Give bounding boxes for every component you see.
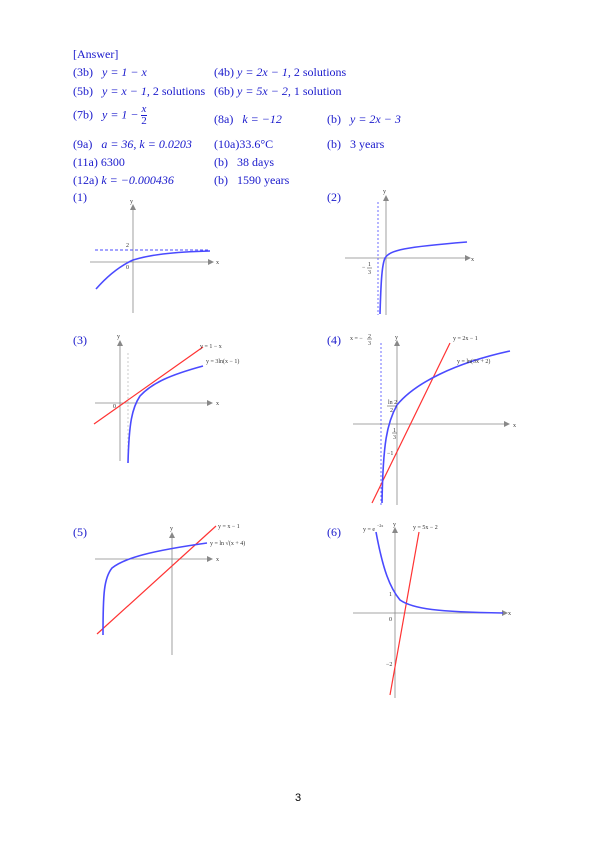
graph-5-label: (5) (73, 525, 87, 539)
page-number: 3 (294, 792, 302, 804)
graph-6-x-label: x (508, 611, 511, 617)
graph-5-curve-label: y = ln √(x + 4) (210, 540, 245, 547)
graph-5-line-label: y = x − 1 (218, 524, 240, 530)
graph-5-line (96, 525, 217, 635)
graph-1-origin: 0 (126, 265, 129, 271)
graph-1-tick-2: 2 (126, 243, 129, 249)
graph-6-curve (375, 531, 504, 614)
answer-8b: (b) y = 2x − 3 (327, 112, 401, 126)
answer-12b: (b) 1590 years (214, 173, 290, 187)
graph-3-curve (127, 365, 204, 464)
graph-5-curve (102, 542, 208, 636)
graph-1-curve (95, 250, 211, 290)
graph-4: x y x = − 2 3 y = 2x − 1 y = ln(3x + 2) … (350, 334, 516, 505)
graph-2-frac-den: 3 (368, 270, 371, 276)
answer-header: [Answer] (73, 47, 119, 61)
graph-4-line-label: y = 2x − 1 (453, 336, 478, 342)
graph-4-asym-label: x = − (350, 336, 363, 342)
answer-11b: (b) 38 days (214, 155, 274, 169)
graph-6-curve-label: y = e (363, 527, 375, 533)
answer-5b: (5b) y = x − 1, 2 solutions (73, 84, 206, 98)
answer-12a: (12a) k = −0.000436 (73, 173, 174, 187)
graph-4-xint-den: 3 (393, 435, 396, 441)
answer-6b: (6b) y = 5x − 2, 1 solution (214, 84, 342, 98)
graph-5-y-label: y (170, 526, 173, 532)
graph-6-y-label: y (393, 522, 396, 528)
graph-6: x y y = e −2x y = 5x − 2 1 0 −2 (353, 522, 511, 698)
graph-2-label: (2) (327, 190, 341, 204)
answer-8a: (8a) k = −12 (214, 112, 282, 126)
graph-6-line (389, 531, 420, 696)
graph-6-curve-exp: −2x (377, 523, 383, 528)
graph-4-xint-num: 1 (393, 428, 396, 434)
graph-4-asym-num: 2 (368, 334, 371, 340)
graph-5: x y y = x − 1 y = ln √(x + 4) (95, 524, 245, 655)
graph-6-line-label: y = 5x − 2 (413, 525, 438, 531)
graph-4-curve-label: y = ln(3x + 2) (457, 358, 490, 365)
graph-3-curve-label: y = 3ln(x − 1) (206, 358, 239, 365)
graph-5-x-label: x (216, 557, 219, 563)
answer-4b: (4b) y = 2x − 1, 2 solutions (214, 65, 347, 79)
graph-1: x y 2 0 (90, 199, 219, 313)
graph-3-label: (3) (73, 333, 87, 347)
graph-2-x-label: x (471, 257, 474, 263)
graph-4-y-label: y (395, 335, 398, 341)
graph-6-label: (6) (327, 525, 341, 539)
graph-1-x-label: x (216, 260, 219, 266)
graph-6-origin: 0 (389, 617, 392, 623)
graph-3-origin: 0 (113, 404, 116, 410)
graph-2-y-label: y (383, 189, 386, 195)
answer-11a: (11a) 6300 (73, 155, 125, 169)
graph-3: x y 0 y = 1 − x y = 3ln(x − 1) (93, 334, 239, 464)
answer-10a: (10a)33.6°C (214, 137, 274, 151)
answer-9a: (9a) a = 36, k = 0.0203 (73, 137, 192, 151)
graph-3-y-label: y (117, 334, 120, 340)
graph-4-yint-num: ln 2 (388, 400, 397, 406)
graph-4-yint-den: 2 (390, 408, 393, 414)
graph-3-line (93, 346, 204, 425)
graph-2-neg: − (362, 265, 366, 271)
graph-4-x-label: x (513, 423, 516, 429)
graph-1-label: (1) (73, 190, 87, 204)
graph-1-y-label: y (130, 199, 133, 205)
graph-6-tick-neg2: −2 (386, 662, 392, 668)
graph-3-line-label: y = 1 − x (200, 344, 222, 350)
graph-4-asym-den: 3 (368, 341, 371, 347)
answer-3b: (3b) y = 1 − x (73, 65, 147, 79)
graph-4-neg1: −1 (387, 451, 393, 457)
graph-2-frac-num: 1 (368, 262, 371, 268)
graph-4-curve (381, 350, 511, 504)
graph-2-curve (379, 241, 468, 315)
graph-6-tick-1: 1 (389, 592, 392, 598)
answer-10b: (b) 3 years (327, 137, 385, 151)
graph-4-label: (4) (327, 333, 341, 347)
graph-4-line (371, 342, 451, 504)
graph-2: x y − 1 3 (345, 189, 474, 315)
graph-3-x-label: x (216, 401, 219, 407)
